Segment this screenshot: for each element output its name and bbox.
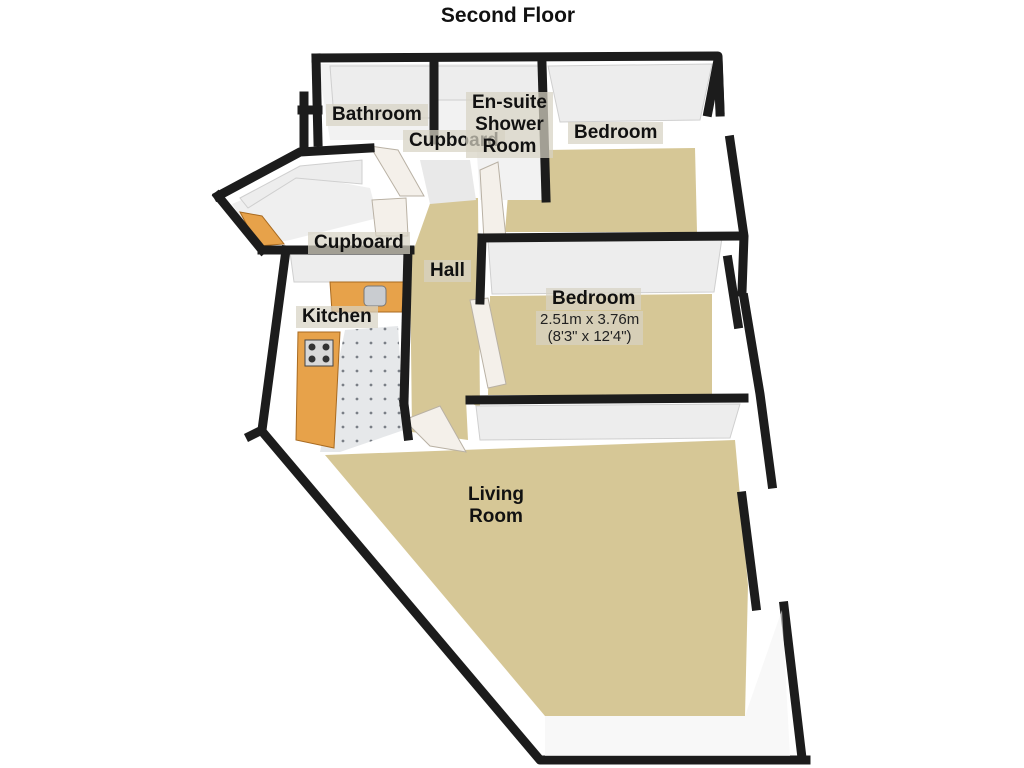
- room-label-ensuite-line3: Room: [482, 136, 537, 157]
- room-dimensions-imperial: (8'3" x 12'4"): [547, 328, 632, 345]
- room-dimensions-metric: 2.51m x 3.76m: [540, 311, 640, 328]
- doors: [239, 145, 507, 453]
- sink-icon: [363, 285, 387, 307]
- room-label-hall: Hall: [424, 260, 471, 282]
- landing-floor: [420, 160, 476, 204]
- door-icon: [369, 145, 425, 197]
- room-dimensions-bedroom-lower: 2.51m x 3.76m (8'3" x 12'4"): [536, 311, 644, 345]
- room-label-living-room: Living Room: [468, 484, 524, 528]
- inner-walls: [239, 63, 741, 441]
- kitchen-floor: [320, 326, 404, 452]
- room-label-bathroom: Bathroom: [326, 104, 428, 126]
- room-label-living-line2: Room: [469, 506, 523, 527]
- room-label-ensuite: En-suite Shower Room: [466, 92, 553, 158]
- walls: [211, 51, 811, 765]
- room-label-ensuite-line1: En-suite: [472, 92, 547, 113]
- hall-floor: [410, 198, 480, 440]
- kitchen-units: [295, 281, 405, 449]
- living-wall-face: [545, 610, 790, 756]
- door-icon: [371, 197, 409, 237]
- room-label-bedroom-lower: Bedroom: [546, 288, 642, 310]
- page-title: Second Floor: [440, 4, 576, 27]
- room-label-kitchen: Kitchen: [296, 306, 378, 328]
- room-label-cupboard-left: Cupboard: [308, 232, 410, 254]
- room-label-ensuite-line2: Shower: [475, 114, 544, 135]
- bedroom-floor-upper: [505, 148, 697, 232]
- room-label-living-line1: Living: [468, 484, 524, 505]
- living-room-floor: [325, 440, 748, 716]
- hob-icon: [304, 339, 334, 367]
- room-label-bedroom-upper: Bedroom: [568, 122, 664, 144]
- door-icon: [403, 405, 467, 453]
